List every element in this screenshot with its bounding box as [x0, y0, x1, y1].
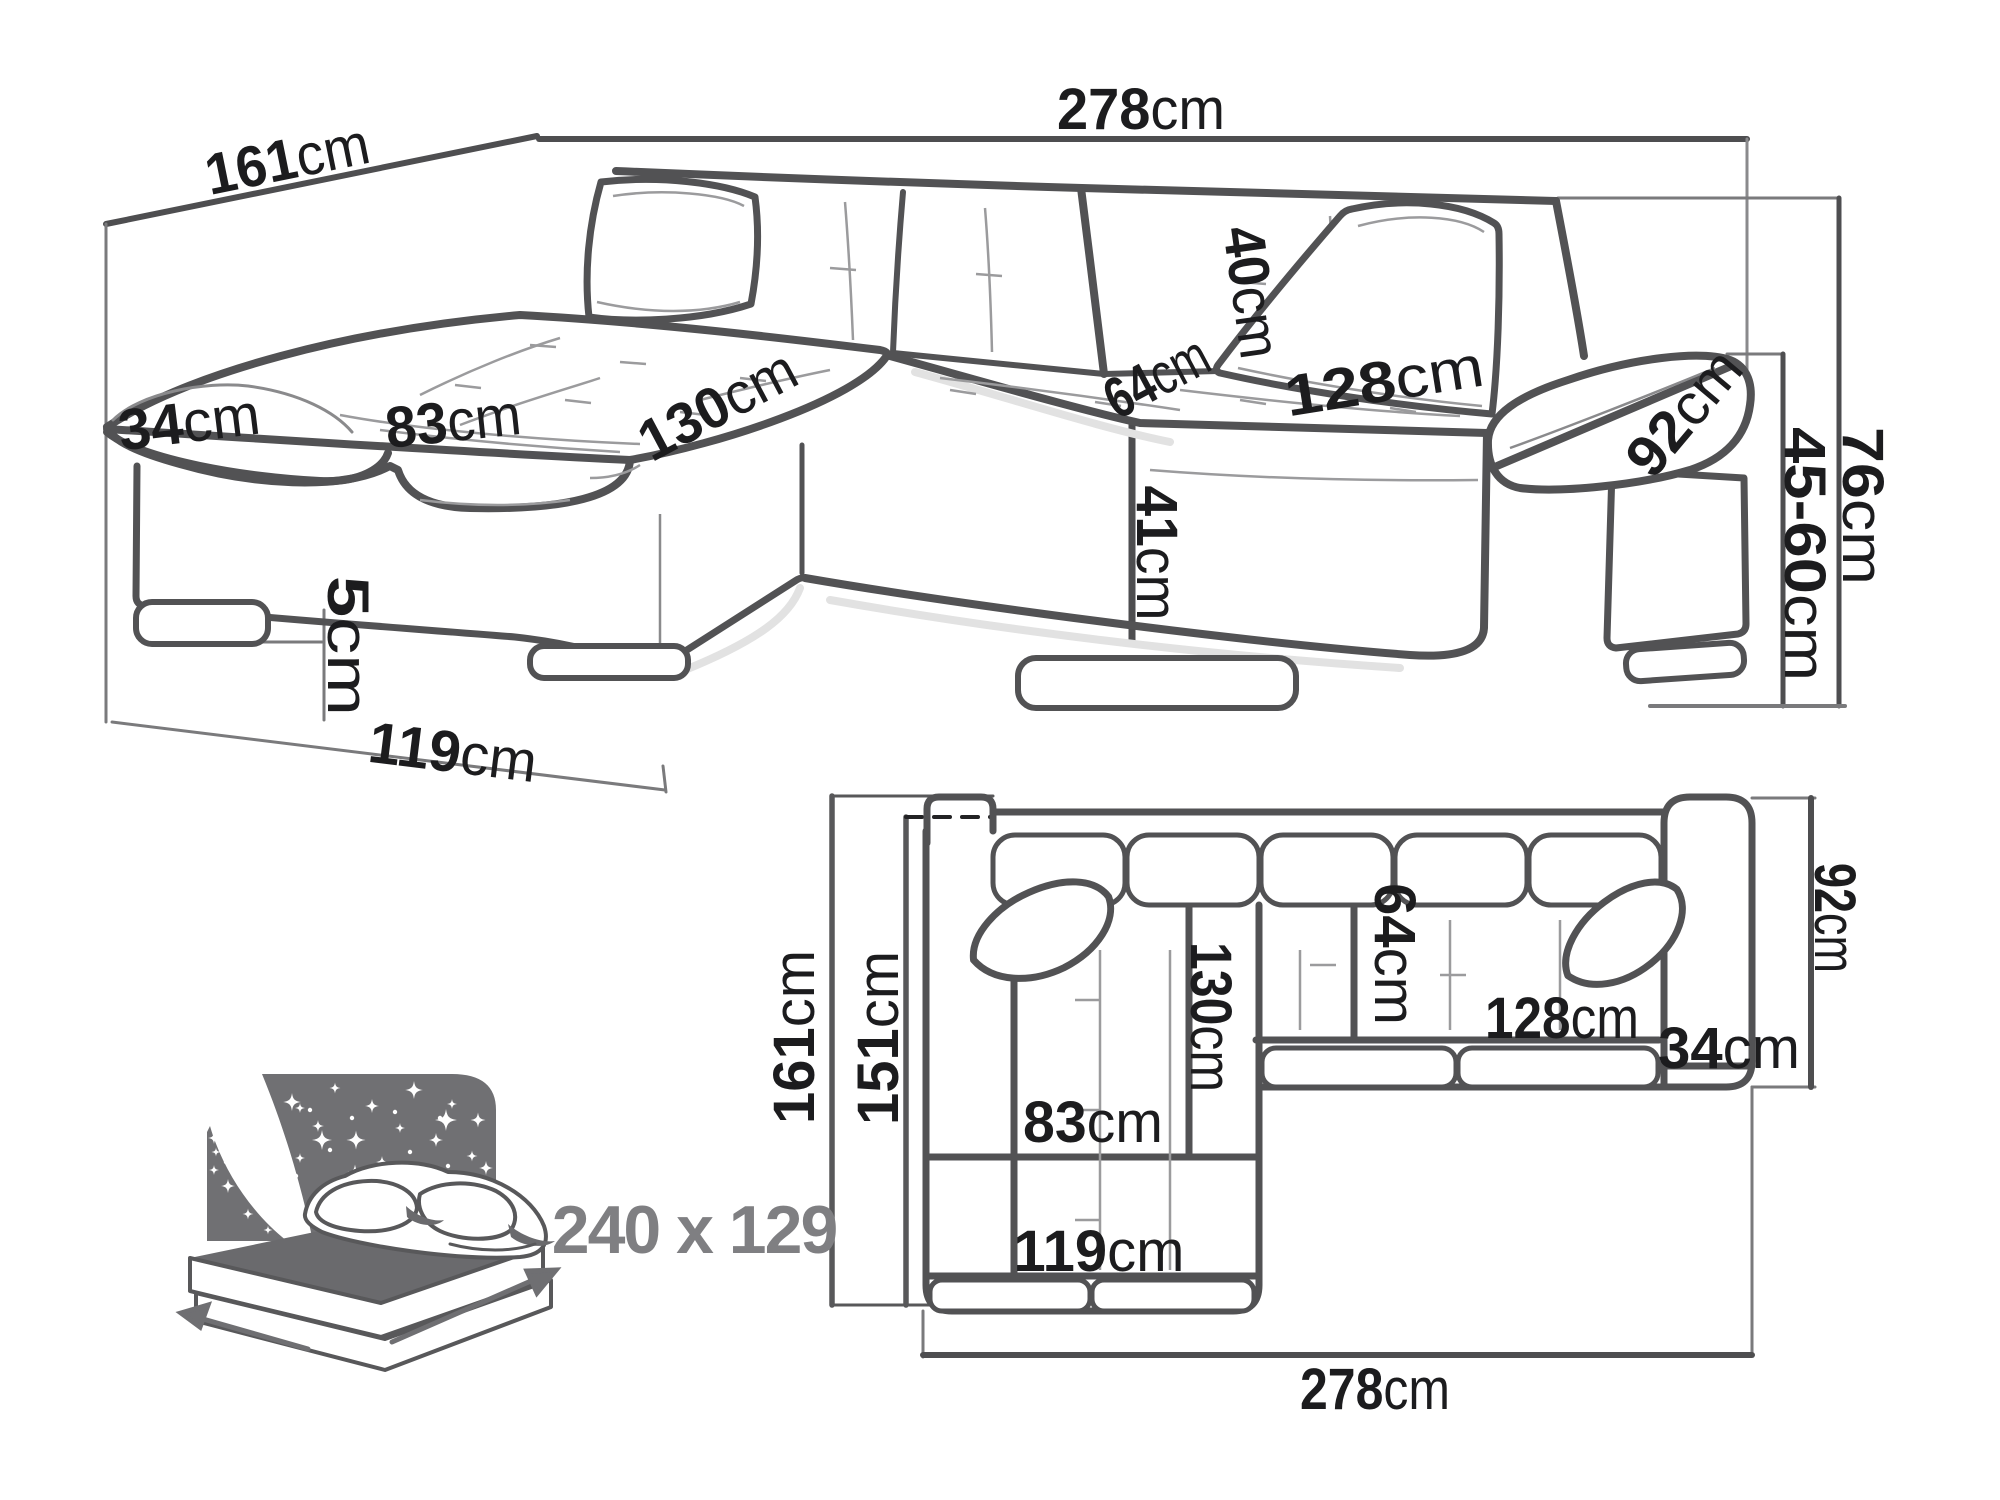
svg-text:128cm: 128cm	[1485, 986, 1639, 1051]
svg-text:92cm: 92cm	[1802, 863, 1867, 973]
svg-text:240 x 129: 240 x 129	[552, 1192, 837, 1268]
svg-text:278cm: 278cm	[1057, 77, 1225, 142]
svg-text:5cm: 5cm	[315, 576, 380, 716]
svg-text:34cm: 34cm	[1658, 1016, 1800, 1081]
svg-text:151cm: 151cm	[846, 951, 911, 1125]
svg-text:83cm: 83cm	[382, 382, 524, 461]
svg-text:161cm: 161cm	[762, 950, 827, 1124]
svg-text:34cm: 34cm	[115, 382, 264, 464]
svg-text:64cm: 64cm	[1362, 883, 1427, 1025]
svg-text:40cm: 40cm	[1210, 222, 1293, 363]
svg-text:119cm: 119cm	[365, 710, 541, 795]
svg-text:278cm: 278cm	[1300, 1357, 1450, 1422]
svg-text:76cm: 76cm	[1830, 427, 1895, 585]
svg-text:119cm: 119cm	[1014, 1219, 1185, 1284]
svg-text:83cm: 83cm	[1023, 1090, 1163, 1155]
svg-text:45-60cm: 45-60cm	[1772, 427, 1837, 681]
svg-text:41cm: 41cm	[1124, 486, 1189, 621]
svg-text:130cm: 130cm	[1178, 942, 1243, 1092]
